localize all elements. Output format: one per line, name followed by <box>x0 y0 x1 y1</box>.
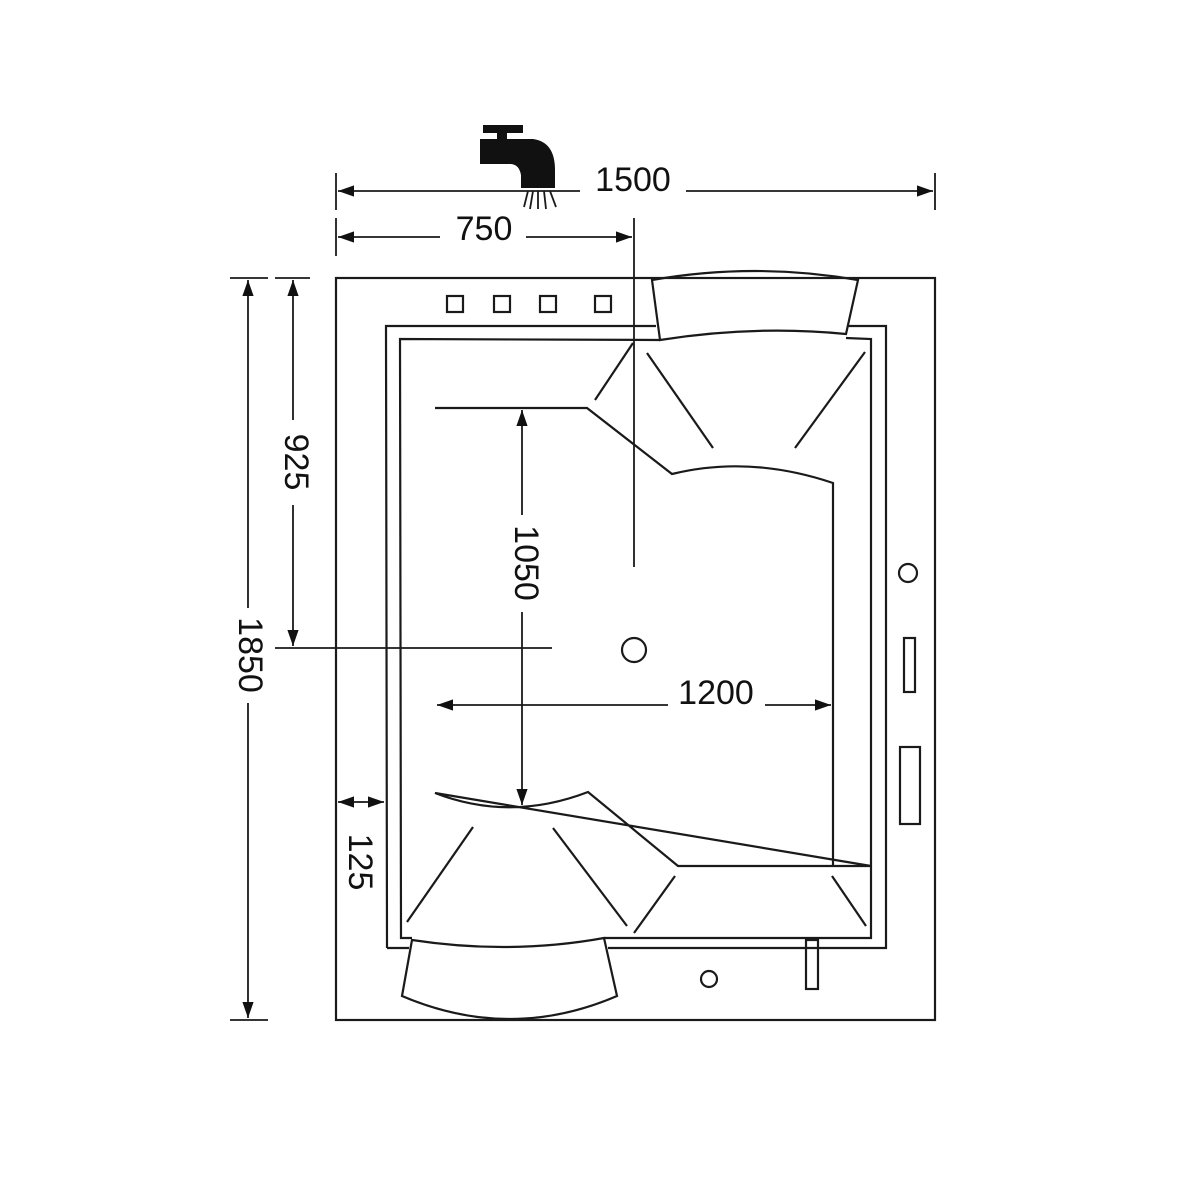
dimension-rim-width: 125 <box>338 796 384 891</box>
tub-outer-deck <box>334 276 937 1022</box>
dimension-total-length: 1850 <box>230 277 269 1021</box>
control-buttons <box>445 294 613 314</box>
tub-rim <box>384 324 888 950</box>
label-1200: 1200 <box>678 674 754 712</box>
control-knob-icon <box>897 562 919 584</box>
dimension-basin-length: 1050 <box>507 410 545 805</box>
seat-contour-lines <box>406 342 867 934</box>
handle-bottom <box>804 938 820 991</box>
inner-basin <box>434 406 872 868</box>
dimension-faucet-offset: 750 <box>335 210 635 567</box>
faucet-icon <box>480 125 557 210</box>
dimension-basin-width: 1200 <box>437 674 831 712</box>
label-125: 125 <box>341 834 379 891</box>
label-925: 925 <box>277 434 315 491</box>
headrest-top <box>650 269 860 342</box>
drain-icon <box>620 636 648 664</box>
label-1850: 1850 <box>231 617 269 693</box>
dimension-drain-offset: 925 <box>275 277 552 649</box>
handle-right <box>902 636 917 694</box>
control-panel-right <box>898 745 922 826</box>
headrest-bottom <box>400 936 619 1021</box>
label-750: 750 <box>456 210 513 248</box>
overflow-icon <box>699 969 719 989</box>
label-1050: 1050 <box>507 525 545 601</box>
dimension-total-width: 1500 <box>335 161 936 210</box>
label-1500: 1500 <box>595 161 671 199</box>
